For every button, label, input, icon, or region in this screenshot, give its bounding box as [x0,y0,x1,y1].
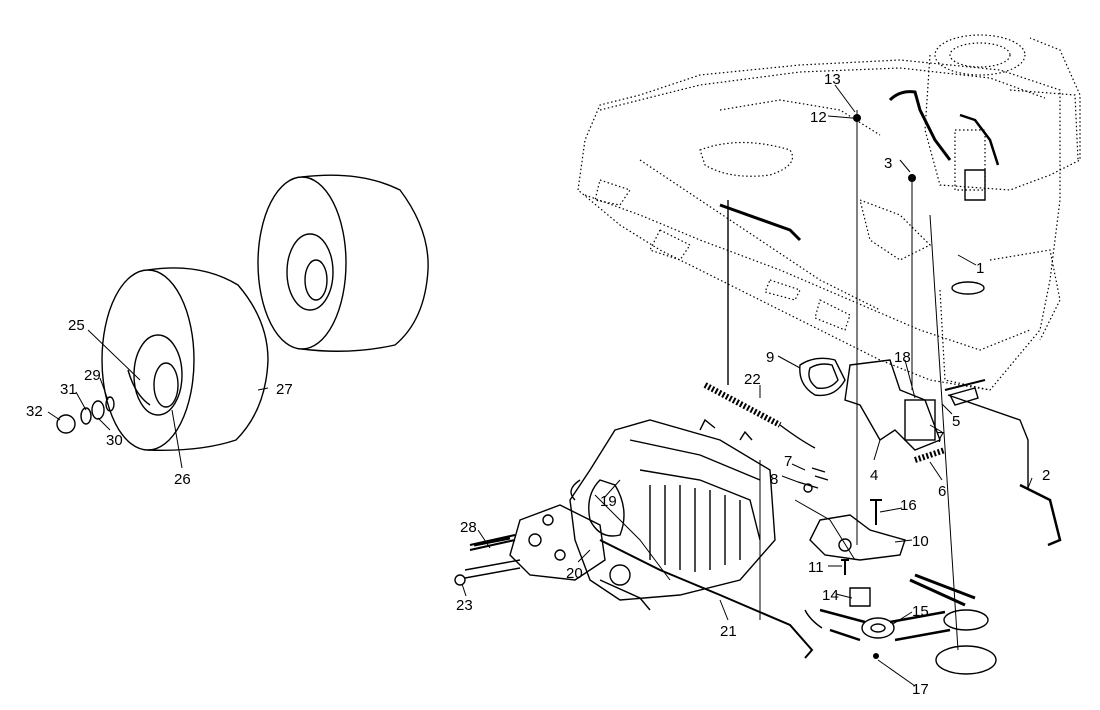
callout-25: 25 [68,317,85,334]
engine [888,34,1081,201]
callout-20: 20 [566,565,583,582]
transmission [464,418,776,611]
rear-wheel-back [257,174,429,352]
callout-21: 21 [720,623,737,640]
callout-labels: 1 2 3 4 5 6 7 7 8 9 10 11 12 13 14 15 16… [26,71,1050,698]
chassis-frame [577,59,1061,391]
callout-32: 32 [26,403,43,420]
rear-wheel-front [101,267,269,451]
belt-and-pulleys [804,573,997,675]
callout-29: 29 [84,367,101,384]
callout-1: 1 [976,260,984,277]
spring-22 [703,200,816,449]
callout-6: 6 [938,483,946,500]
callout-22: 22 [744,371,761,388]
callout-28: 28 [460,519,477,536]
callout-30: 30 [106,432,123,449]
callout-11: 11 [808,559,824,576]
callout-26: 26 [174,471,191,488]
callout-18: 18 [894,349,911,366]
small-hardware [454,114,979,659]
callout-12: 12 [810,109,827,126]
wheel-hardware [56,396,115,434]
callout-15: 15 [912,603,929,620]
callout-4: 4 [870,467,878,484]
callout-2: 2 [1042,467,1050,484]
leader-lines [47,84,1033,687]
gasket-9 [799,357,846,397]
callout-3: 3 [884,155,892,172]
callout-19: 19 [600,493,617,510]
callout-5: 5 [952,413,960,430]
callout-7b: 7 [784,453,792,470]
callout-27: 27 [276,381,293,398]
callout-17: 17 [912,681,929,698]
brake-bracket [844,359,941,451]
callout-13: 13 [824,71,841,88]
callout-9: 9 [766,349,774,366]
callout-16: 16 [900,497,917,514]
callout-31: 31 [60,381,77,398]
callout-8: 8 [770,471,778,488]
rods [594,110,1062,659]
callout-14: 14 [822,587,839,604]
callout-10: 10 [912,533,929,550]
callout-7a: 7 [936,429,944,446]
spring-6 [914,447,946,463]
callout-23: 23 [456,597,473,614]
